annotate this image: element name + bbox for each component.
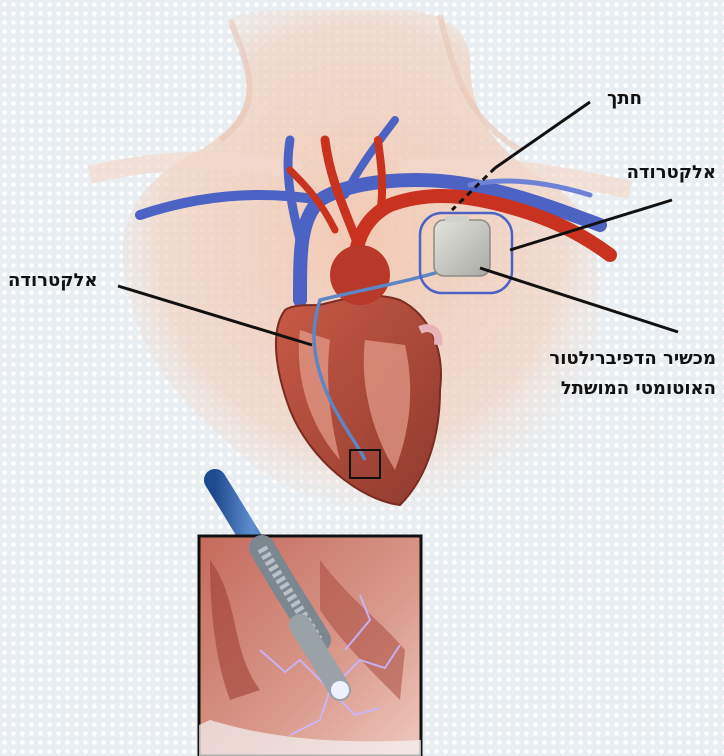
device-label-line1: מכשיר הדפיברילטור <box>549 344 716 374</box>
electrode-label-right: אלקטרודה <box>627 160 716 186</box>
electrode-label-left: אלקטרודה <box>8 268 97 294</box>
incision-label: חתך <box>607 86 642 112</box>
device-label-line2: האוטומטי המושתל <box>549 374 716 404</box>
device-label: מכשיר הדפיברילטור האוטומטי המושתל <box>549 344 716 404</box>
electrode-tip-closeup <box>199 536 421 756</box>
